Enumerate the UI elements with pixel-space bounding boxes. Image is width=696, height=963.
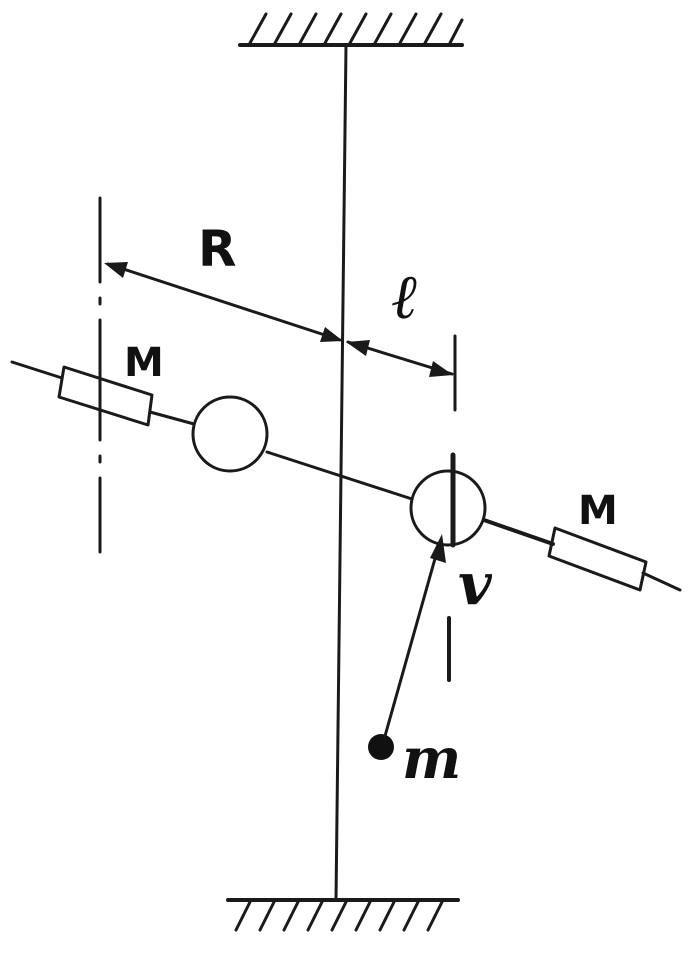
R-dimension (104, 262, 343, 342)
label-M-left: M (124, 340, 164, 386)
l-arrowhead-right (429, 361, 453, 377)
left-block-shape (57, 365, 154, 427)
vertical-axle (334, 43, 348, 902)
R-arrowhead-right (320, 327, 343, 342)
rod-segment-1 (148, 410, 196, 426)
rod-right-end (641, 571, 682, 592)
rod-left-end (10, 360, 64, 380)
R-dimension-line (106, 262, 342, 342)
label-M-right: M (578, 488, 618, 534)
label-m: m (402, 726, 461, 792)
bottom-support-hatching (234, 900, 444, 932)
l-arrowhead-left (346, 340, 370, 356)
velocity-vector (383, 546, 440, 738)
left-mass-block (57, 365, 154, 427)
bottom-support (226, 898, 460, 932)
velocity-arrowhead (430, 534, 446, 563)
rotating-rod (10, 360, 682, 592)
bullet-mass (368, 734, 394, 760)
right-mass-block (547, 526, 648, 592)
right-block-shape (547, 526, 648, 592)
rod-segment-3 (482, 518, 555, 546)
label-R: R (198, 220, 237, 278)
R-arrowhead-left (104, 262, 128, 278)
left-ball (191, 395, 269, 473)
label-v: v (458, 550, 493, 618)
l-dimension (346, 340, 454, 377)
top-support (238, 12, 464, 47)
label-l: ℓ (392, 260, 419, 333)
rod-segment-2 (265, 450, 414, 501)
right-ball (409, 469, 487, 547)
top-support-hatching (248, 12, 464, 45)
